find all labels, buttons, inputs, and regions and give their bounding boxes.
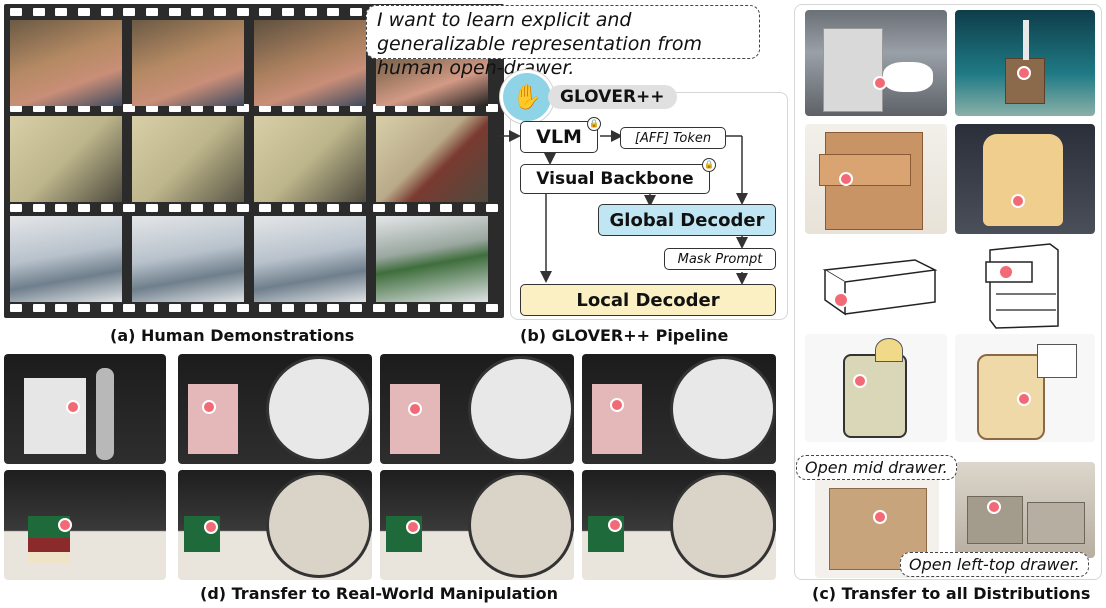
demo-frame-r2c4 [376, 116, 488, 202]
affordance-marker [1011, 194, 1025, 208]
curvy-cabinet-photo [955, 124, 1095, 234]
robot-drawer-step-3 [582, 354, 776, 464]
demo-frame-r2c2 [132, 116, 244, 202]
demo-frame-r3c2 [132, 216, 244, 302]
affordance-marker [1017, 392, 1031, 406]
demo-frame-r3c1 [10, 216, 122, 302]
mask-prompt-box: Mask Prompt [664, 248, 776, 270]
speech-bubble-instruction: I want to learn explicit and generalizab… [366, 5, 760, 79]
global-decoder-box: Global Decoder [598, 204, 776, 236]
demo-frame-r1c1 [10, 20, 122, 106]
sim-drawer-image-1 [805, 10, 947, 116]
caption-b: (b) GLOVER++ Pipeline [520, 326, 729, 345]
demo-frame-r1c2 [132, 20, 244, 106]
demo-frame-r3c3 [254, 216, 366, 302]
sim-drawer-image-2 [955, 10, 1095, 116]
demo-frame-r2c3 [254, 116, 366, 202]
affordance-marker [873, 510, 887, 524]
speech-bubble-mid-drawer: Open mid drawer. [796, 455, 957, 480]
robot-drawer-start [4, 354, 166, 464]
aff-token-box: [AFF] Token [620, 127, 726, 149]
robot-block-start [4, 470, 166, 580]
logo-label: GLOVER++ [548, 85, 677, 109]
visual-backbone-box: Visual Backbone [520, 164, 710, 194]
real-drawer-photo-2 [955, 462, 1095, 558]
affordance-marker [853, 374, 867, 388]
glove-logo-icon: ✋ [500, 70, 554, 124]
robot-drawer-step-2 [380, 354, 574, 464]
affordance-marker [839, 172, 853, 186]
robot-block-step-1 [178, 470, 372, 580]
sketch-drawer [822, 259, 938, 316]
caption-a: (a) Human Demonstrations [110, 326, 355, 345]
demo-frame-r3c4 [376, 216, 488, 302]
affordance-marker [202, 400, 216, 414]
cartoon-cabinet-1 [805, 334, 947, 442]
affordance-marker [408, 402, 422, 416]
local-decoder-box: Local Decoder [520, 284, 776, 316]
demo-frame-r1c3 [254, 20, 366, 106]
affordance-marker [406, 520, 420, 534]
sketch-cabinet [985, 243, 1059, 329]
lock-icon: 🔒 [702, 158, 716, 172]
film-perforations-row2 [10, 204, 498, 214]
robot-block-step-2 [380, 470, 574, 580]
affordance-marker [58, 518, 72, 532]
affordance-marker [1017, 66, 1031, 80]
film-perforations-bottom [10, 304, 498, 314]
affordance-marker [987, 500, 1001, 514]
affordance-marker [610, 398, 624, 412]
robot-block-step-3 [582, 470, 776, 580]
affordance-marker [204, 520, 218, 534]
affordance-marker [608, 518, 622, 532]
pipeline-arrows [498, 130, 748, 285]
wood-drawer-photo [805, 124, 947, 234]
caption-c: (c) Transfer to all Distributions [812, 584, 1091, 603]
distributions-container [794, 4, 1102, 580]
speech-bubble-left-top-drawer: Open left-top drawer. [900, 552, 1089, 577]
robot-drawer-step-1 [178, 354, 372, 464]
affordance-marker [66, 400, 80, 414]
cartoon-cabinet-2 [955, 334, 1095, 442]
vlm-box: VLM [520, 121, 598, 153]
demo-frame-r2c1 [10, 116, 122, 202]
affordance-marker [873, 76, 887, 90]
film-perforations-row1 [10, 104, 498, 114]
lock-icon: 🔒 [587, 117, 601, 131]
caption-d: (d) Transfer to Real-World Manipulation [200, 584, 558, 603]
